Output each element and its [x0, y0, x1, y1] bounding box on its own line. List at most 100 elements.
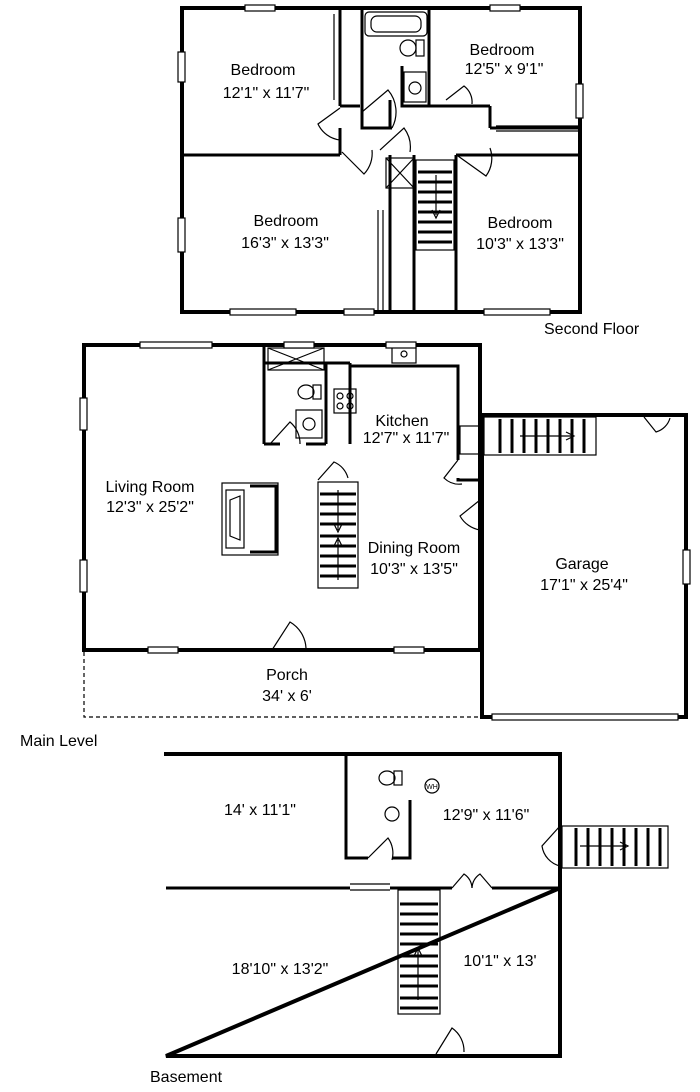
garage-door — [491, 713, 679, 721]
room-name: Dining Room — [368, 540, 460, 557]
floor-label: Second Floor — [544, 321, 640, 338]
room-name: Bedroom — [231, 62, 296, 79]
room-name: Bedroom — [470, 42, 535, 59]
fireplace-hearth — [225, 489, 245, 549]
room-size: 12'1" x 11'7" — [223, 85, 310, 102]
door — [643, 416, 671, 433]
door — [451, 873, 473, 889]
window — [229, 308, 297, 316]
room-name: Garage — [555, 556, 608, 573]
room-name: Kitchen — [375, 413, 428, 430]
door — [317, 107, 341, 141]
wall — [182, 8, 360, 157]
main-outline — [82, 343, 482, 652]
window — [483, 308, 551, 316]
door — [443, 459, 463, 485]
door — [341, 149, 373, 175]
burner — [336, 402, 344, 410]
window — [385, 341, 417, 349]
stairs — [415, 159, 455, 251]
burner — [346, 392, 354, 400]
wall — [344, 754, 412, 860]
toilet-tank — [393, 770, 403, 786]
toilet — [399, 39, 417, 57]
window — [177, 217, 186, 253]
room-size: 16'3" x 13'3" — [241, 235, 329, 252]
room-size: 34' x 6' — [262, 688, 312, 705]
stair-opening-mark — [385, 157, 415, 189]
water-heater-label: WH — [426, 784, 438, 791]
door — [379, 127, 411, 153]
room-name: Living Room — [106, 479, 195, 496]
window — [139, 341, 213, 349]
bathtub — [364, 11, 428, 37]
room-size: 12'5" x 9'1" — [465, 61, 544, 78]
fireplace — [221, 482, 279, 556]
room-name: Bedroom — [254, 213, 319, 230]
main-level: Kitchen 12'7" x 11'7" Living Room 12'3" … — [20, 341, 691, 750]
garage-outline — [480, 413, 688, 719]
room-size: 14' x 11'1" — [224, 802, 296, 819]
window — [489, 4, 521, 12]
opening — [350, 883, 390, 891]
window — [244, 4, 276, 12]
window — [283, 341, 315, 349]
door — [445, 85, 473, 105]
door — [317, 461, 349, 481]
fireplace-wall — [250, 484, 278, 554]
wall — [360, 8, 392, 130]
wall — [264, 361, 352, 444]
room-size: 12'9" x 11'6" — [443, 807, 530, 824]
burner — [346, 402, 354, 410]
window — [147, 646, 179, 654]
stair-opening — [385, 157, 415, 189]
window — [177, 51, 186, 83]
wall — [388, 155, 416, 312]
faucet — [400, 350, 408, 358]
stairs — [561, 825, 669, 869]
window — [79, 559, 88, 593]
toilet-tank — [415, 39, 425, 57]
sink-vanity — [295, 409, 323, 439]
burner — [336, 392, 344, 400]
window — [393, 646, 425, 654]
second-floor-outline — [180, 6, 582, 314]
fireplace-box — [229, 495, 241, 541]
second-floor: Bedroom 12'1" x 11'7" Bedroom 12'5" x 9'… — [177, 4, 640, 338]
stairs — [397, 889, 441, 1015]
door — [459, 499, 481, 531]
basement-outline — [164, 752, 562, 1058]
room-size: 12'7" x 11'7" — [363, 430, 450, 447]
wall — [427, 8, 580, 130]
window — [79, 397, 88, 431]
floor-label: Main Level — [20, 733, 97, 750]
room-size: 10'3" x 13'3" — [476, 236, 564, 253]
stairs — [483, 416, 597, 456]
window — [343, 308, 375, 316]
room-size: 10'1" x 13' — [463, 953, 536, 970]
door — [269, 421, 301, 445]
sink — [384, 806, 400, 822]
wall — [306, 362, 328, 446]
wall — [262, 345, 280, 446]
water-heater-icon — [424, 778, 440, 794]
closet-door — [496, 125, 578, 132]
room-name: Bedroom — [488, 215, 553, 232]
sink-vanity — [403, 71, 427, 103]
door — [541, 825, 561, 867]
window — [575, 83, 584, 119]
toilet — [297, 384, 315, 400]
door — [435, 1027, 465, 1055]
shower-mark — [267, 347, 325, 371]
floor-label: Basement — [150, 1069, 223, 1086]
stairs — [317, 481, 359, 589]
door — [361, 89, 397, 129]
toilet-tank — [312, 384, 322, 400]
sink — [302, 417, 316, 431]
wall — [388, 66, 430, 128]
porch-outline — [83, 652, 480, 718]
door — [271, 621, 307, 651]
room-size: 10'3" x 13'5" — [370, 561, 458, 578]
wall — [454, 153, 580, 312]
